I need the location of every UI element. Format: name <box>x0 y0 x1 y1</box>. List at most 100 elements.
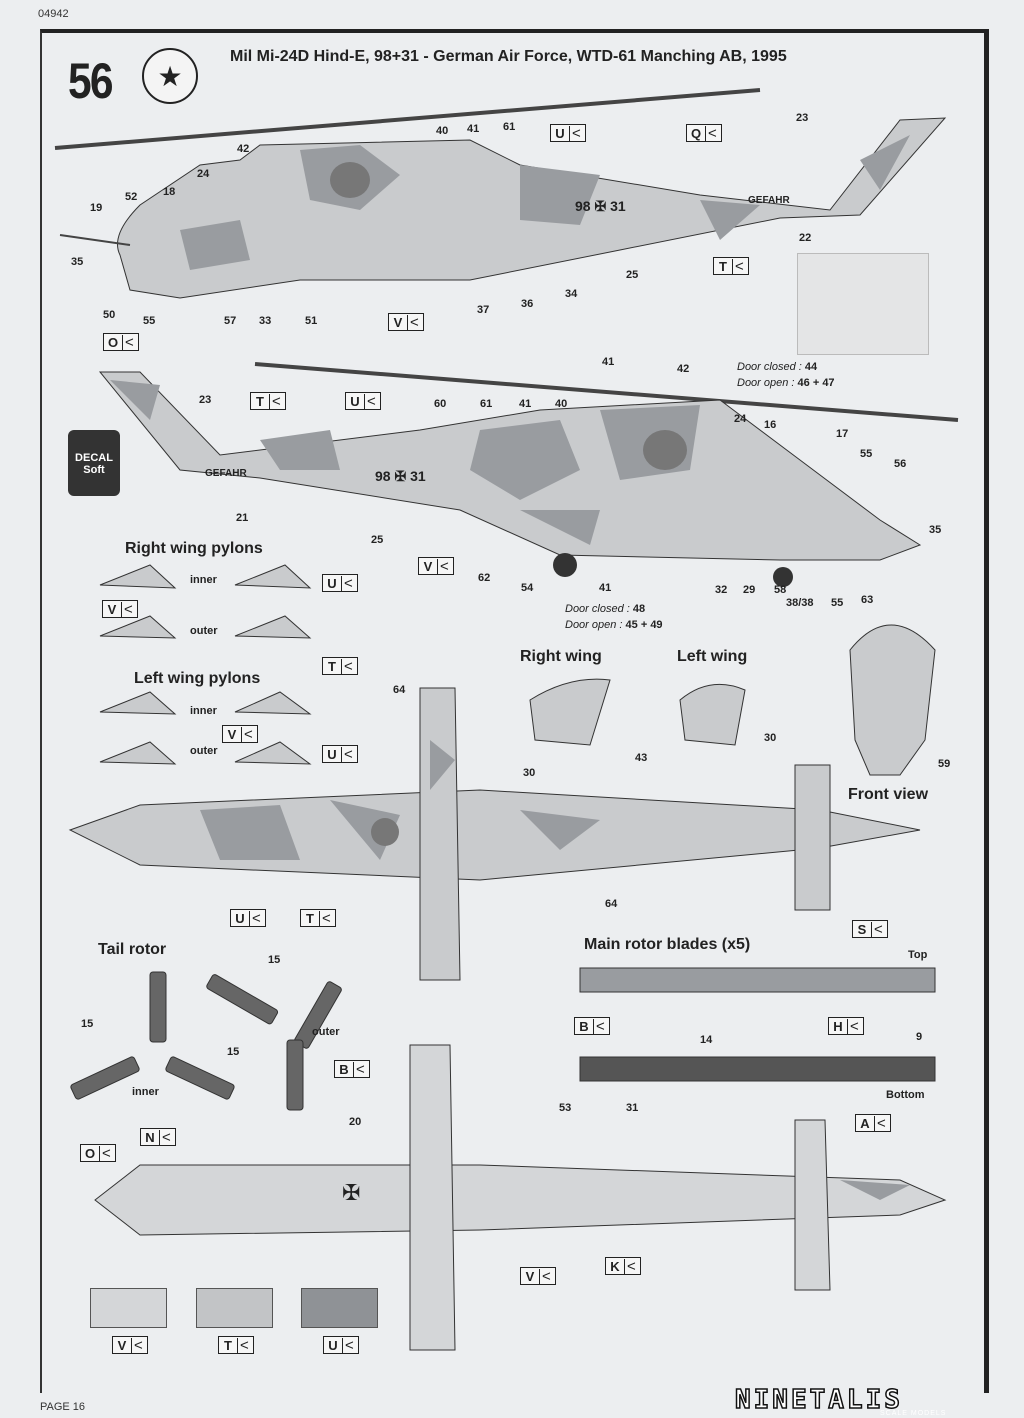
callout: 58 <box>774 584 787 596</box>
page-title: Mil Mi-24D Hind-E, 98+31 - German Air Fo… <box>230 48 787 65</box>
callout: 19 <box>90 202 103 214</box>
color-flag-k: K< <box>605 1257 641 1275</box>
color-flag-b: B< <box>334 1060 370 1078</box>
callout: 55 <box>831 597 844 609</box>
bottom-view: ✠ <box>94 1044 947 1351</box>
color-flag-u: U< <box>322 574 358 592</box>
callout: 17 <box>836 428 849 440</box>
callout: 55 <box>143 315 156 327</box>
callout: 51 <box>305 315 318 327</box>
callout: 64 <box>393 684 406 696</box>
callout: 41 <box>599 582 612 594</box>
decal-label: DECAL <box>75 452 113 464</box>
callout: 23 <box>796 112 809 124</box>
callout: 30 <box>523 767 536 779</box>
inner-label: inner <box>132 1086 159 1098</box>
color-flag-t: T< <box>713 257 749 275</box>
color-flag-u: U< <box>550 124 586 142</box>
front-view-heading: Front view <box>848 786 929 803</box>
right-wing-pylons-heading: Right wing pylons <box>125 540 263 557</box>
callout: 18 <box>163 186 176 198</box>
callout: 31 <box>626 1102 639 1114</box>
callout: 42 <box>237 143 250 155</box>
main-rotor-blades-heading: Main rotor blades (x5) <box>584 936 751 953</box>
callout: 15 <box>81 1018 94 1030</box>
color-flag-t: T< <box>250 392 286 410</box>
callout: 15 <box>268 954 281 966</box>
pylon-outer-label: outer <box>190 745 218 757</box>
callout: 15 <box>227 1046 240 1058</box>
step-number: 56 <box>68 53 114 109</box>
top-view <box>68 687 921 981</box>
callout: 38/38 <box>786 597 814 609</box>
door-closed-note: Door closed : 48 <box>565 603 646 615</box>
color-flag-v: V< <box>388 313 424 331</box>
right-wing-heading: Right wing <box>520 648 602 665</box>
callout: 60 <box>434 398 447 410</box>
callout: 43 <box>635 752 648 764</box>
callout: 14 <box>700 1034 713 1046</box>
callout: 29 <box>743 584 756 596</box>
iron-cross-insignia-icon: ✠ <box>342 1180 360 1205</box>
callout: 21 <box>236 512 249 524</box>
callout: 64 <box>605 898 618 910</box>
callout: 23 <box>199 394 212 406</box>
color-flag-n: N< <box>140 1128 176 1146</box>
side-view-right <box>54 88 947 299</box>
callout: 41 <box>467 123 480 135</box>
left-wing-pylons-heading: Left wing pylons <box>134 670 261 687</box>
callout: 24 <box>197 168 210 180</box>
color-flag-u: U< <box>230 909 266 927</box>
callout: 59 <box>938 758 951 770</box>
callout: 35 <box>71 256 84 268</box>
callout: 40 <box>555 398 568 410</box>
bottom-label: Bottom <box>886 1089 925 1101</box>
color-flag-o: O< <box>103 333 139 351</box>
callout: 35 <box>929 524 942 536</box>
callout: 25 <box>371 534 384 546</box>
callout: 54 <box>521 582 534 594</box>
swatch-label-v: V< <box>112 1336 148 1354</box>
door-open-note: Door open : 45 + 49 <box>565 619 663 631</box>
color-flag-v: V< <box>418 557 454 575</box>
callout: 41 <box>602 356 615 368</box>
callout: 62 <box>478 572 491 584</box>
callout: 25 <box>626 269 639 281</box>
warning-marking: GEFAHR <box>748 195 790 206</box>
callout: 34 <box>565 288 578 300</box>
unit-emblem-icon: ★ <box>142 48 198 104</box>
pylon-drawings <box>99 564 312 765</box>
callout: 55 <box>860 448 873 460</box>
side-view-left <box>98 362 959 587</box>
callout: 33 <box>259 315 272 327</box>
color-flag-o: O< <box>80 1144 116 1162</box>
callout: 37 <box>477 304 490 316</box>
color-flag-v: V< <box>222 725 258 743</box>
serial-marking: 98 ✠ 31 <box>375 468 426 484</box>
callout: 56 <box>894 458 907 470</box>
door-closed-note: Door closed : 44 <box>737 361 818 373</box>
pylon-inner-label: inner <box>190 705 217 717</box>
rotor-blade-top <box>579 967 936 993</box>
color-flag-a: A< <box>855 1114 891 1132</box>
instruction-frame <box>40 29 989 1393</box>
callout: 53 <box>559 1102 572 1114</box>
swatch-label-t: T< <box>218 1336 254 1354</box>
callout: 61 <box>480 398 493 410</box>
callout: 42 <box>677 363 690 375</box>
callout: 16 <box>764 419 777 431</box>
door-open-note: Door open : 46 + 47 <box>737 377 835 389</box>
watermark-logo-sub: SCALE MODELS <box>880 1410 947 1417</box>
color-flag-v: V< <box>520 1267 556 1285</box>
wing-drawings <box>529 678 746 746</box>
warning-marking: GEFAHR <box>205 468 247 479</box>
callout: 57 <box>224 315 237 327</box>
page-number: PAGE 16 <box>40 1401 86 1413</box>
pylon-inner-label: inner <box>190 574 217 586</box>
serial-marking: 98 ✠ 31 <box>575 198 626 214</box>
pylon-outer-label: outer <box>190 625 218 637</box>
callout: 32 <box>715 584 728 596</box>
swatch-label-u: U< <box>323 1336 359 1354</box>
tail-rotor-heading: Tail rotor <box>98 941 167 958</box>
